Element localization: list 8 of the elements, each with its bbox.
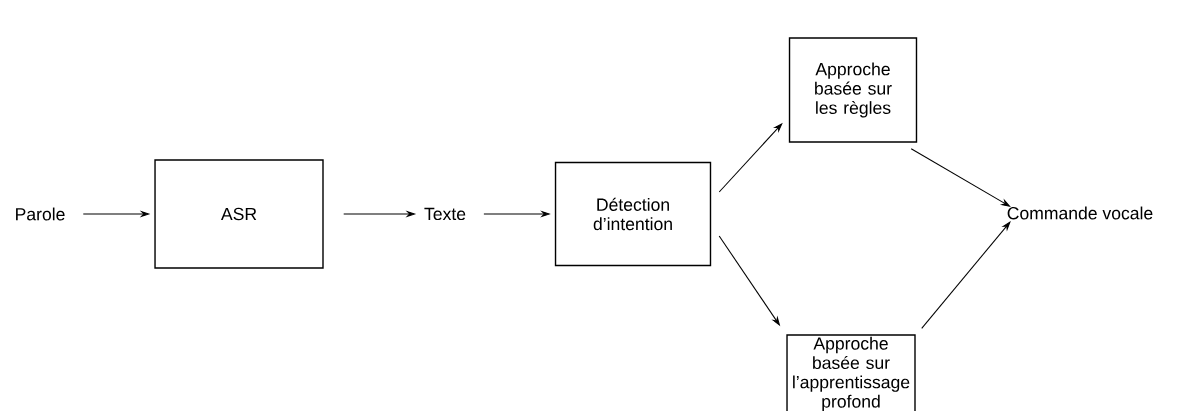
text-label: Texte bbox=[424, 207, 466, 221]
process-box: ASR bbox=[154, 159, 324, 269]
process-box: Détection d’intention bbox=[554, 161, 712, 267]
text-label: Parole bbox=[16, 207, 65, 221]
process-box: Approche basée sur l’apprentissage profond bbox=[786, 334, 916, 411]
process-box: Approche basée sur les règles bbox=[788, 37, 918, 143]
arrow bbox=[921, 221, 1011, 329]
text-label: Commande vocale bbox=[1007, 206, 1153, 220]
